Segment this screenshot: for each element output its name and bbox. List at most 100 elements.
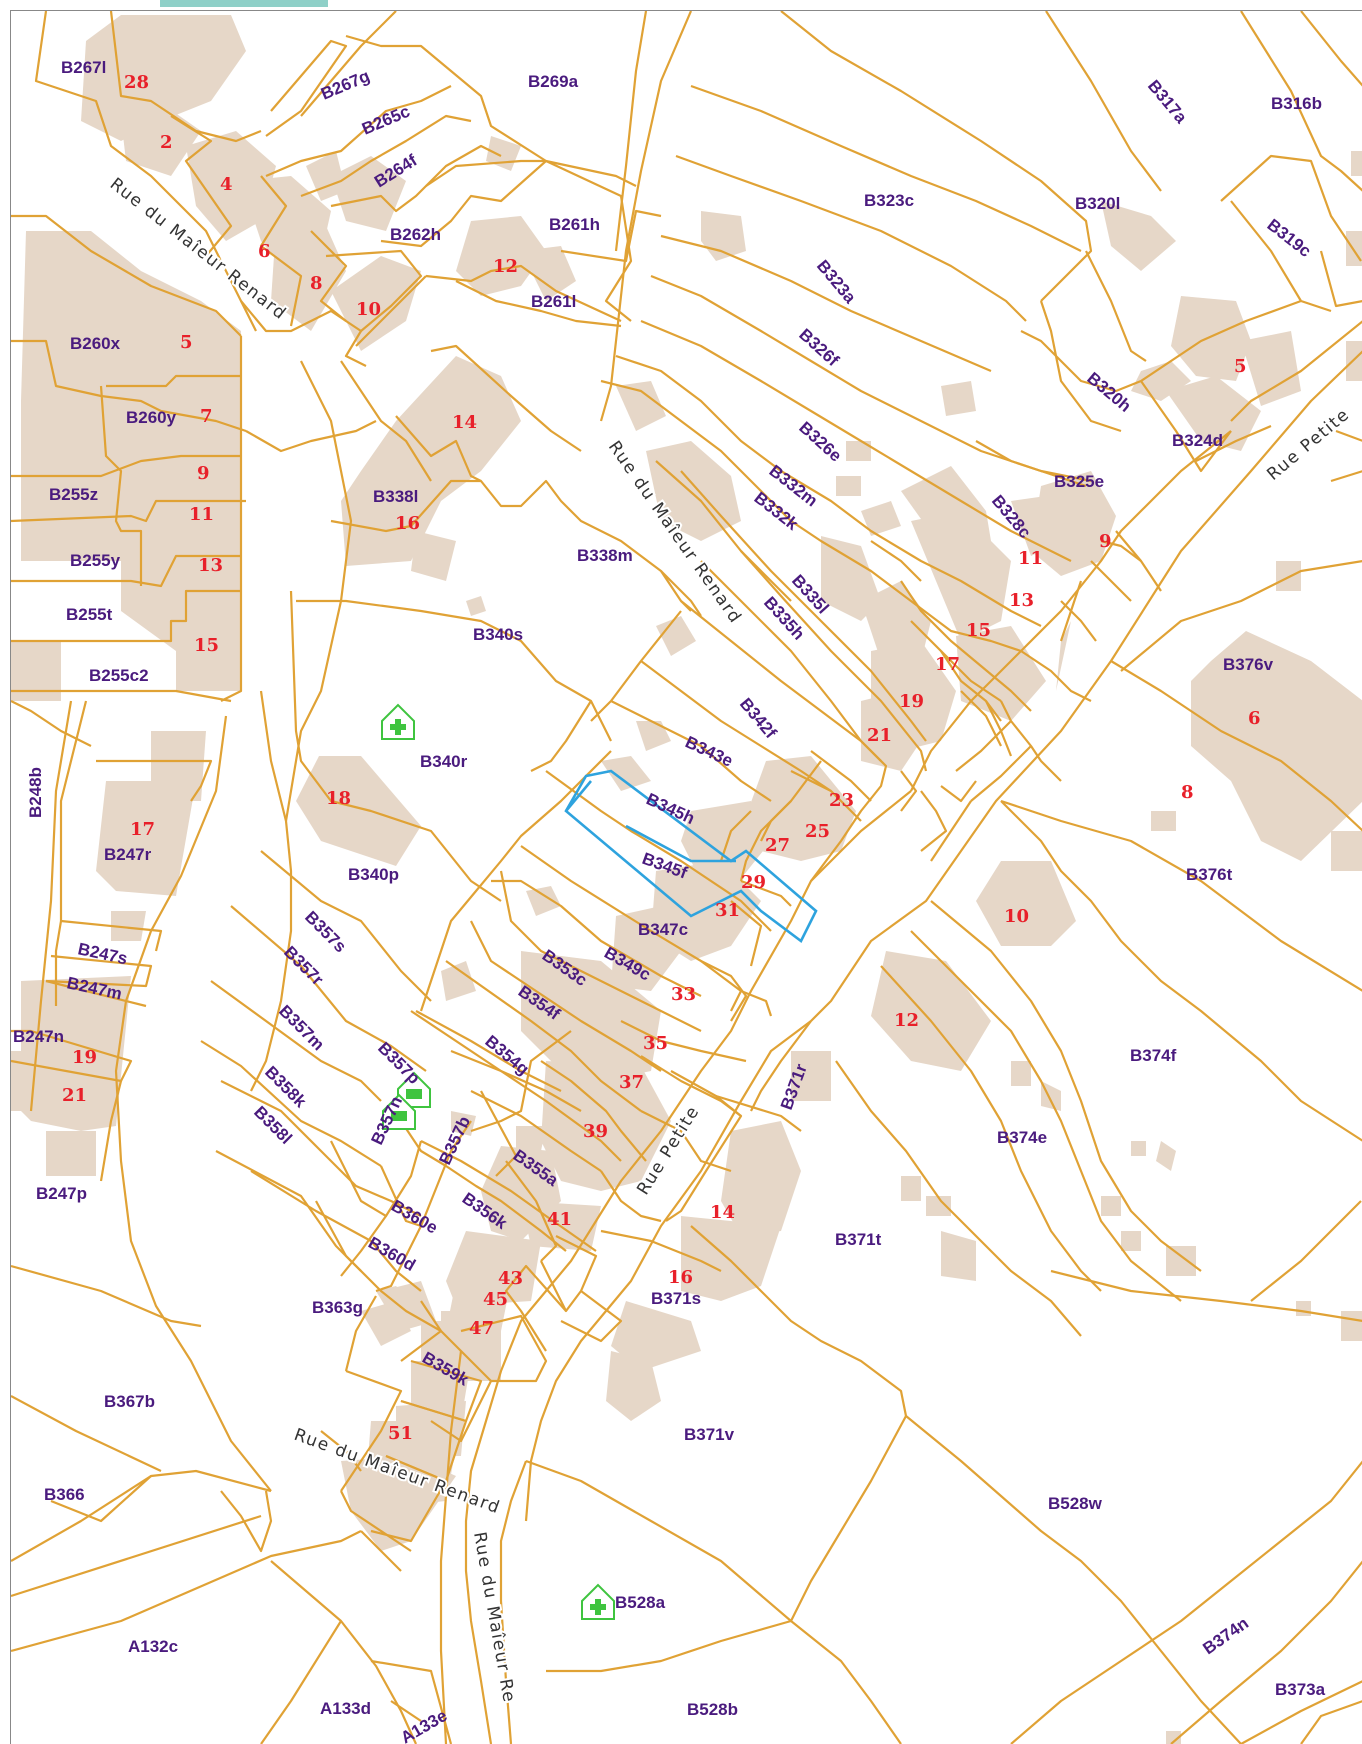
house-number: 18 (326, 788, 351, 809)
parcel-label: B374e (997, 1128, 1047, 1147)
parcel-label: B316b (1271, 94, 1322, 113)
parcel-label: B345h (643, 789, 697, 828)
parcel-label: B247n (13, 1027, 64, 1046)
house-number: 8 (310, 273, 323, 294)
parcel-label: B248b (26, 767, 45, 818)
house-number: 14 (452, 412, 477, 433)
house-number: 10 (356, 299, 381, 320)
parcel-label: B255c2 (89, 666, 149, 685)
house-number: 29 (741, 872, 766, 893)
parcel-label: B255t (66, 605, 113, 624)
parcel-label: B374f (1130, 1046, 1177, 1065)
house-number: 43 (498, 1268, 523, 1289)
parcel-label: B367b (104, 1392, 155, 1411)
house-number: 16 (668, 1267, 693, 1288)
house-number: 12 (894, 1010, 919, 1031)
parcel-label: B354g (481, 1032, 532, 1079)
house-number: 19 (72, 1047, 97, 1068)
cadastral-map[interactable]: Rue du Maîeur Renard Rue du Maîeur Renar… (10, 10, 1362, 1744)
health-icon[interactable] (382, 1093, 416, 1130)
house-number: 5 (180, 332, 193, 353)
house-number: 41 (547, 1209, 572, 1230)
parcel-label: B376t (1186, 865, 1233, 884)
parcel-label: B528a (615, 1593, 666, 1612)
house-number: 21 (62, 1085, 87, 1106)
house-number: 11 (189, 504, 214, 525)
parcel-label: B360d (365, 1233, 419, 1275)
house-number: 15 (966, 620, 991, 641)
parcel-label: B265c (359, 102, 413, 139)
street-label: Rue du Maîeur Re (469, 1530, 519, 1704)
house-number: 31 (715, 900, 740, 921)
house-number: 13 (198, 555, 223, 576)
parcel-label: B357s (301, 907, 350, 956)
parcel-label: B340s (473, 625, 523, 644)
house-numbers: 28 2 4 6 8 10 12 5 7 9 11 13 15 14 16 5 … (62, 72, 1261, 1444)
house-number: 35 (643, 1033, 668, 1054)
house-number: 10 (1004, 906, 1029, 927)
house-number: 37 (619, 1072, 644, 1093)
house-number: 7 (200, 406, 213, 427)
parcel-label: B340r (420, 752, 468, 771)
parcel-label: B255z (49, 485, 98, 504)
house-number: 2 (160, 132, 173, 153)
house-number: 19 (899, 691, 924, 712)
parcel-boundaries-layer (11, 11, 1362, 1744)
parcel-label: B528w (1048, 1494, 1103, 1513)
parcel-label: B261h (549, 215, 600, 234)
parcel-label: B319c (1264, 215, 1315, 261)
parcel-label: B267l (61, 58, 106, 77)
house-number: 6 (1248, 708, 1261, 729)
selected-parcel-outline[interactable] (564, 769, 818, 943)
house-number: 5 (1234, 356, 1247, 377)
parcel-label: B343e (682, 732, 735, 770)
house-number: 14 (710, 1202, 735, 1223)
health-icon[interactable] (581, 1583, 615, 1620)
parcel-label: B371t (835, 1230, 882, 1249)
parcel-label: B267g (318, 66, 372, 103)
house-number: 45 (483, 1289, 508, 1310)
house-number: 13 (1009, 590, 1034, 611)
parcel-label: B320h (1083, 369, 1134, 416)
parcel-label: B324d (1172, 431, 1223, 450)
parcel-label: B347c (638, 920, 688, 939)
parcel-label: B260y (126, 408, 177, 427)
house-number: 23 (829, 790, 854, 811)
house-number: 27 (765, 835, 790, 856)
parcel-label: B260x (70, 334, 121, 353)
buildings-layer (11, 15, 1362, 1744)
parcel-label: A133d (320, 1699, 371, 1718)
house-number: 25 (805, 821, 830, 842)
parcel-label: B371s (651, 1289, 701, 1308)
parcel-label: A132c (128, 1637, 178, 1656)
house-number: 47 (469, 1318, 494, 1339)
parcel-label: B255y (70, 551, 121, 570)
street-label: Rue Petite (1263, 404, 1353, 484)
house-number: 8 (1181, 782, 1194, 803)
parcel-label: B326f (795, 325, 842, 370)
house-number: 21 (867, 725, 892, 746)
parcel-label: B338l (373, 487, 418, 506)
parcel-label: B247p (36, 1184, 87, 1203)
house-number: 12 (493, 256, 518, 277)
parcel-label: B323c (864, 191, 914, 210)
parcel-label: B247s (76, 939, 129, 968)
parcel-label: B357r (280, 942, 327, 989)
map-toolbar-tab[interactable] (160, 0, 328, 7)
parcel-label: B261l (531, 292, 576, 311)
parcel-label: B340p (348, 865, 399, 884)
parcel-label: B373a (1275, 1680, 1326, 1699)
parcel-label: B363g (312, 1298, 363, 1317)
house-number: 9 (197, 463, 210, 484)
house-number: 28 (124, 72, 149, 93)
house-number: 33 (671, 984, 696, 1005)
house-number: 17 (130, 819, 155, 840)
parcel-label: B247r (104, 845, 152, 864)
parcel-label: B360e (388, 1196, 441, 1238)
health-icon[interactable] (381, 703, 415, 740)
parcel-label: B269a (528, 72, 579, 91)
poi-layer (381, 703, 615, 1620)
parcel-label: B262h (390, 225, 441, 244)
parcel-label: B317a (1144, 76, 1191, 127)
house-number: 39 (583, 1121, 608, 1142)
